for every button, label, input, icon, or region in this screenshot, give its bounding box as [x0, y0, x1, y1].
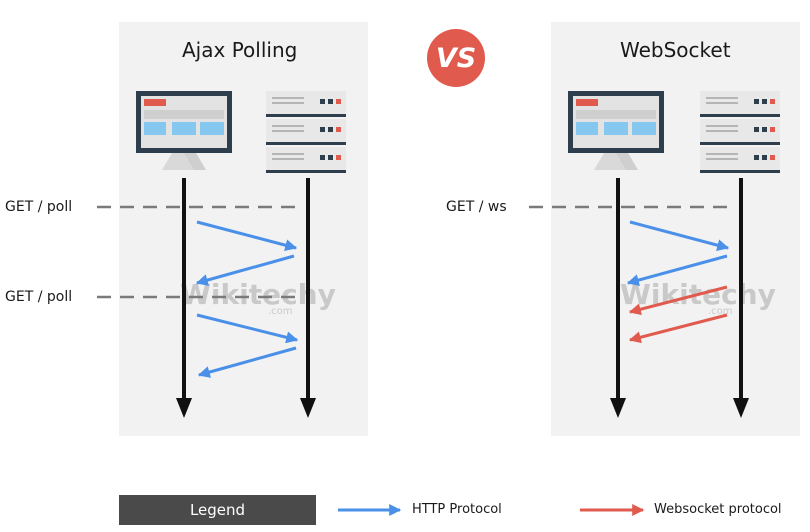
http-request-arrow [629, 220, 730, 252]
http-response-arrow [197, 346, 297, 378]
legend-title: Legend [119, 495, 316, 525]
request-label-get-poll: GET / poll [5, 289, 73, 305]
ajax-polling-title: Ajax Polling [182, 38, 298, 62]
watermark-suffix: .com [708, 306, 733, 317]
websocket-message-arrow [628, 313, 728, 344]
client-monitor-icon [568, 91, 664, 170]
request-label-get-poll: GET / poll [5, 199, 73, 215]
request-label-get-ws: GET / ws [446, 199, 507, 215]
client-lifeline [610, 178, 626, 418]
server-lifeline [733, 178, 749, 418]
client-lifeline [176, 178, 192, 418]
watermark-suffix: .com [268, 306, 293, 317]
server-rack-icon [700, 91, 780, 173]
http-response-arrow [626, 254, 728, 286]
client-monitor-icon [136, 91, 232, 170]
legend-websocket-label: Websocket protocol [654, 502, 782, 517]
server-lifeline [300, 178, 316, 418]
http-request-arrow [196, 313, 299, 344]
websocket-title: WebSocket [620, 38, 731, 62]
websocket-message-arrow [628, 285, 728, 316]
http-request-arrow [196, 220, 298, 252]
legend-http-label: HTTP Protocol [412, 502, 502, 517]
server-rack-icon [266, 91, 346, 173]
http-response-arrow [195, 254, 295, 286]
vs-badge: VS [427, 29, 485, 87]
